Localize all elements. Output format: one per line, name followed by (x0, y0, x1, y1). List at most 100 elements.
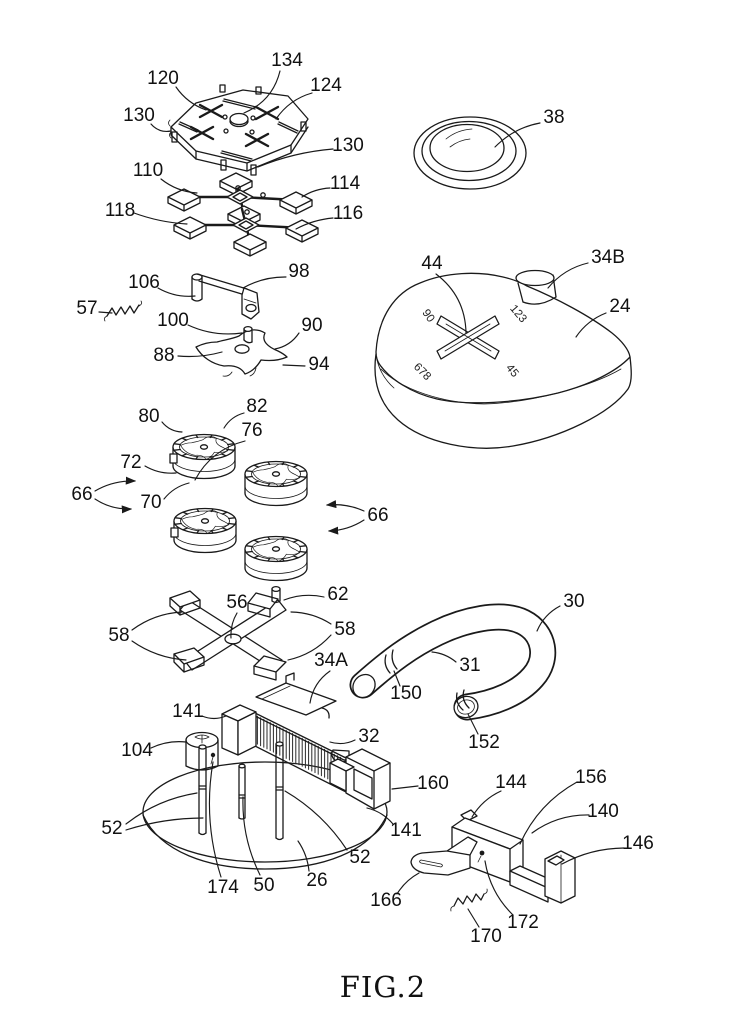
ref-label-70: 70 (140, 492, 161, 513)
ref-label-31: 31 (459, 655, 480, 676)
ref-label-72: 72 (120, 452, 141, 473)
shackle (349, 603, 557, 721)
leader-24 (575, 312, 607, 338)
plate-pegs (235, 185, 266, 215)
ref-label-24: 24 (609, 296, 631, 317)
locking-bar-assembly (410, 809, 576, 912)
number-wheels (169, 433, 308, 582)
leader-172 (484, 860, 514, 916)
star-cam (195, 325, 288, 377)
hook-146 (544, 850, 576, 904)
leader-66 (325, 500, 365, 512)
leader-156 (519, 781, 578, 845)
ref-label-106: 106 (128, 272, 160, 293)
ref-label-58: 58 (334, 619, 355, 640)
ref-label-94: 94 (308, 354, 330, 375)
ref-label-152: 152 (468, 732, 500, 753)
center-boss (229, 112, 249, 128)
leader-52 (125, 817, 204, 831)
ref-label-110: 110 (133, 160, 163, 181)
leader-80 (161, 421, 183, 433)
ref-label-130: 130 (332, 135, 364, 156)
leader-82 (223, 412, 245, 429)
leader-118 (133, 212, 188, 225)
ref-label-174: 174 (207, 877, 239, 898)
cross-keyway-44 (436, 315, 500, 360)
leader-146 (561, 847, 625, 865)
spindle-boss-34B (515, 269, 557, 305)
ref-label-124: 124 (310, 75, 342, 96)
posts-52 (198, 741, 284, 841)
wheel-gate-notch (170, 527, 179, 538)
leader-150 (393, 670, 401, 687)
leader-116 (295, 217, 334, 230)
ref-label-52: 52 (349, 847, 370, 868)
ref-label-38: 38 (543, 107, 564, 128)
corner-posts (168, 84, 307, 176)
leader-124 (275, 92, 313, 120)
leader-50 (242, 796, 261, 876)
leader-66 (94, 476, 137, 492)
ref-label-50: 50 (253, 875, 274, 896)
number-wheel (169, 433, 236, 480)
ref-label-44: 44 (421, 253, 443, 274)
ref-label-52: 52 (101, 818, 122, 839)
leader-174 (208, 761, 222, 878)
base-plate-assembly (142, 672, 391, 870)
ref-label-170: 170 (470, 926, 502, 947)
top-cover-plate (168, 84, 309, 176)
leader-66 (94, 498, 133, 514)
pin-172 (479, 850, 485, 856)
ref-label-144: 144 (495, 772, 527, 793)
leader-34B (547, 262, 589, 289)
leader-58 (131, 611, 183, 631)
ramp-34A (255, 672, 337, 719)
ref-label-100: 100 (157, 310, 189, 331)
ref-label-32: 32 (358, 726, 379, 747)
ref-label-130: 130 (123, 105, 155, 126)
ref-label-150: 150 (390, 683, 422, 704)
leader-62 (283, 594, 325, 601)
shackle-notch-150 (384, 649, 398, 674)
pin-174 (210, 752, 216, 758)
ref-label-66: 66 (71, 484, 92, 505)
ref-label-134: 134 (271, 50, 303, 71)
leader-52 (284, 790, 348, 851)
ref-label-80: 80 (138, 406, 159, 427)
ref-label-58: 58 (108, 625, 129, 646)
leader-104 (150, 741, 187, 749)
end-frame-160 (329, 748, 391, 810)
leader-56 (230, 612, 238, 639)
number-wheel (244, 460, 308, 507)
ref-label-141: 141 (390, 820, 422, 841)
number-wheel (244, 535, 308, 582)
ref-label-88: 88 (153, 345, 174, 366)
dial-disc (413, 116, 527, 190)
ref-label-34A: 34A (314, 650, 348, 671)
ref-label-26: 26 (306, 870, 327, 891)
leader-70 (163, 482, 190, 500)
ref-label-156: 156 (575, 767, 607, 788)
slot-bars (178, 98, 299, 162)
leader-166 (396, 872, 420, 895)
ref-label-172: 172 (507, 912, 539, 933)
leader-110 (160, 178, 198, 194)
ref-label-90: 90 (301, 315, 322, 336)
leader-57 (98, 311, 113, 314)
leader-100 (187, 324, 243, 335)
ref-label-166: 166 (370, 890, 402, 911)
leader-144 (471, 790, 502, 818)
leader-lines (94, 70, 625, 928)
guide-cylinder-104 (185, 731, 219, 771)
ref-label-34B: 34B (591, 247, 625, 268)
leader-160 (391, 785, 419, 790)
release-lever-166 (410, 836, 478, 876)
leader-170 (467, 908, 480, 928)
ref-label-116: 116 (333, 203, 363, 224)
leader-152 (467, 713, 479, 735)
leader-44 (435, 273, 467, 334)
leader-130 (257, 148, 334, 168)
ref-label-120: 120 (147, 68, 179, 89)
